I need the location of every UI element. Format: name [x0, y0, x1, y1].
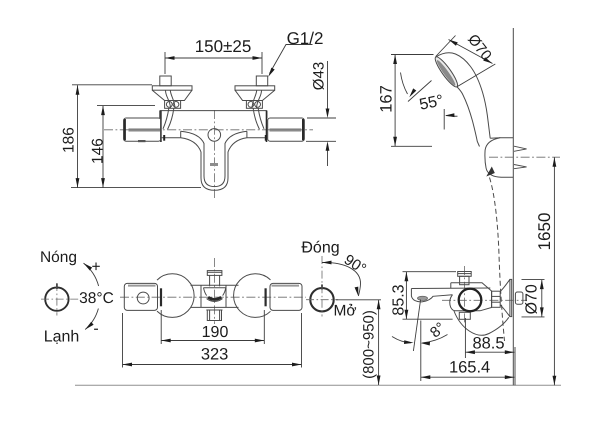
svg-text:+: +	[91, 259, 100, 276]
svg-text:323: 323	[201, 346, 229, 364]
svg-text:38°C: 38°C	[79, 290, 114, 307]
svg-text:Đóng: Đóng	[301, 240, 339, 257]
svg-text:88.5: 88.5	[472, 335, 504, 353]
svg-text:(800~950): (800~950)	[361, 310, 378, 379]
svg-text:190: 190	[202, 324, 229, 341]
svg-text:Mở: Mở	[333, 303, 356, 320]
svg-text:55°: 55°	[418, 92, 445, 114]
svg-text:Ø70: Ø70	[523, 284, 540, 314]
svg-text:186: 186	[61, 127, 78, 153]
svg-text:Ø43: Ø43	[311, 62, 328, 90]
svg-text:150±25: 150±25	[195, 37, 252, 56]
svg-text:Nóng: Nóng	[40, 249, 77, 266]
svg-text:165.4: 165.4	[449, 359, 490, 377]
svg-text:-: -	[93, 321, 98, 338]
svg-text:146: 146	[90, 138, 107, 164]
svg-text:Lạnh: Lạnh	[44, 329, 80, 346]
svg-text:85.3: 85.3	[390, 284, 407, 315]
svg-text:1650: 1650	[535, 213, 554, 251]
svg-text:G1/2: G1/2	[287, 29, 324, 48]
svg-text:167: 167	[378, 85, 396, 113]
